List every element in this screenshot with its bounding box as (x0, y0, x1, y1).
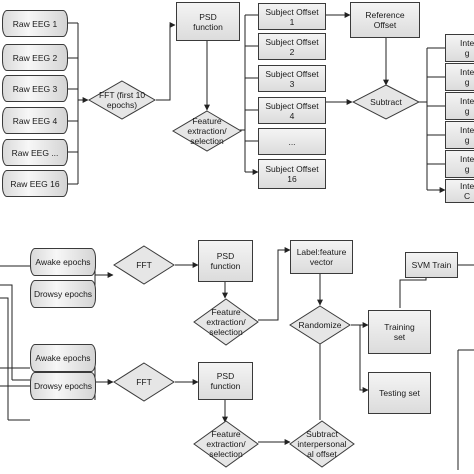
drowsy-epochs-2: Drowsy epochs (30, 372, 96, 400)
subtract-offset-diamond: Subtract interpersonal al offset (289, 420, 355, 468)
fft-diamond: FFT (first 10 epochs) (88, 80, 156, 120)
raw-eeg-3: Raw EEG 3 (2, 75, 68, 102)
feature-extraction-diamond-1: Feature extraction/ selection (193, 298, 259, 346)
psd-function-box-1: PSD function (198, 240, 253, 282)
feature-extraction-label-1: Feature extraction/ selection (206, 307, 246, 337)
awake-epochs-1: Awake epochs (30, 248, 96, 276)
raw-eeg-4: Raw EEG 4 (2, 107, 68, 134)
subtract-diamond: Subtract (352, 84, 420, 120)
right-cut-box-3: Inte g (445, 92, 474, 120)
subject-offset-1: Subject Offset 1 (258, 3, 326, 30)
feature-extraction-label-2: Feature extraction/ selection (206, 429, 246, 459)
fft-label: FFT (first 10 epochs) (98, 90, 146, 110)
reference-offset-box: Reference Offset (350, 2, 420, 38)
right-cut-box-1: Inte g (445, 34, 474, 62)
label-feature-vector-box: Label:feature vector (290, 240, 353, 274)
psd-function-box: PSD function (176, 2, 240, 41)
raw-eeg-16: Raw EEG 16 (2, 170, 68, 197)
right-cut-box-5: Inte g (445, 150, 474, 178)
subject-offset-ellipsis: ... (258, 128, 326, 155)
randomize-diamond: Randomize (289, 305, 351, 345)
training-set-box: Training set (368, 310, 431, 354)
raw-eeg-2: Raw EEG 2 (2, 44, 68, 71)
subject-offset-3: Subject Offset 3 (258, 65, 326, 92)
feature-extraction-diamond-2: Feature extraction/ selection (193, 420, 259, 468)
testing-set-box: Testing set (368, 372, 431, 414)
subject-offset-16: Subject Offset 16 (258, 159, 326, 189)
drowsy-epochs-1: Drowsy epochs (30, 280, 96, 308)
psd-function-box-2: PSD function (198, 362, 253, 400)
fft-diamond-2: FFT (113, 362, 175, 402)
subtract-label: Subtract (370, 97, 402, 107)
subject-offset-4: Subject Offset 4 (258, 97, 326, 124)
feature-extraction-diamond: Feature extraction/ selection (172, 110, 242, 152)
right-cut-box-4: Inte g (445, 121, 474, 149)
right-cut-box-2: Inte g (445, 63, 474, 91)
raw-eeg-1: Raw EEG 1 (2, 10, 68, 37)
fft-diamond-1: FFT (113, 245, 175, 285)
subtract-offset-label: Subtract interpersonal al offset (297, 429, 347, 459)
subject-offset-2: Subject Offset 2 (258, 33, 326, 60)
right-cut-box-6: Inte C (445, 179, 474, 203)
fft-label-2: FFT (136, 377, 152, 387)
awake-epochs-2: Awake epochs (30, 344, 96, 372)
svm-train-box: SVM Train (405, 252, 458, 278)
fft-label-1: FFT (136, 260, 152, 270)
feature-extraction-label: Feature extraction/ selection (187, 116, 227, 146)
raw-eeg-ellipsis: Raw EEG ... (2, 139, 68, 166)
randomize-label: Randomize (298, 320, 342, 330)
